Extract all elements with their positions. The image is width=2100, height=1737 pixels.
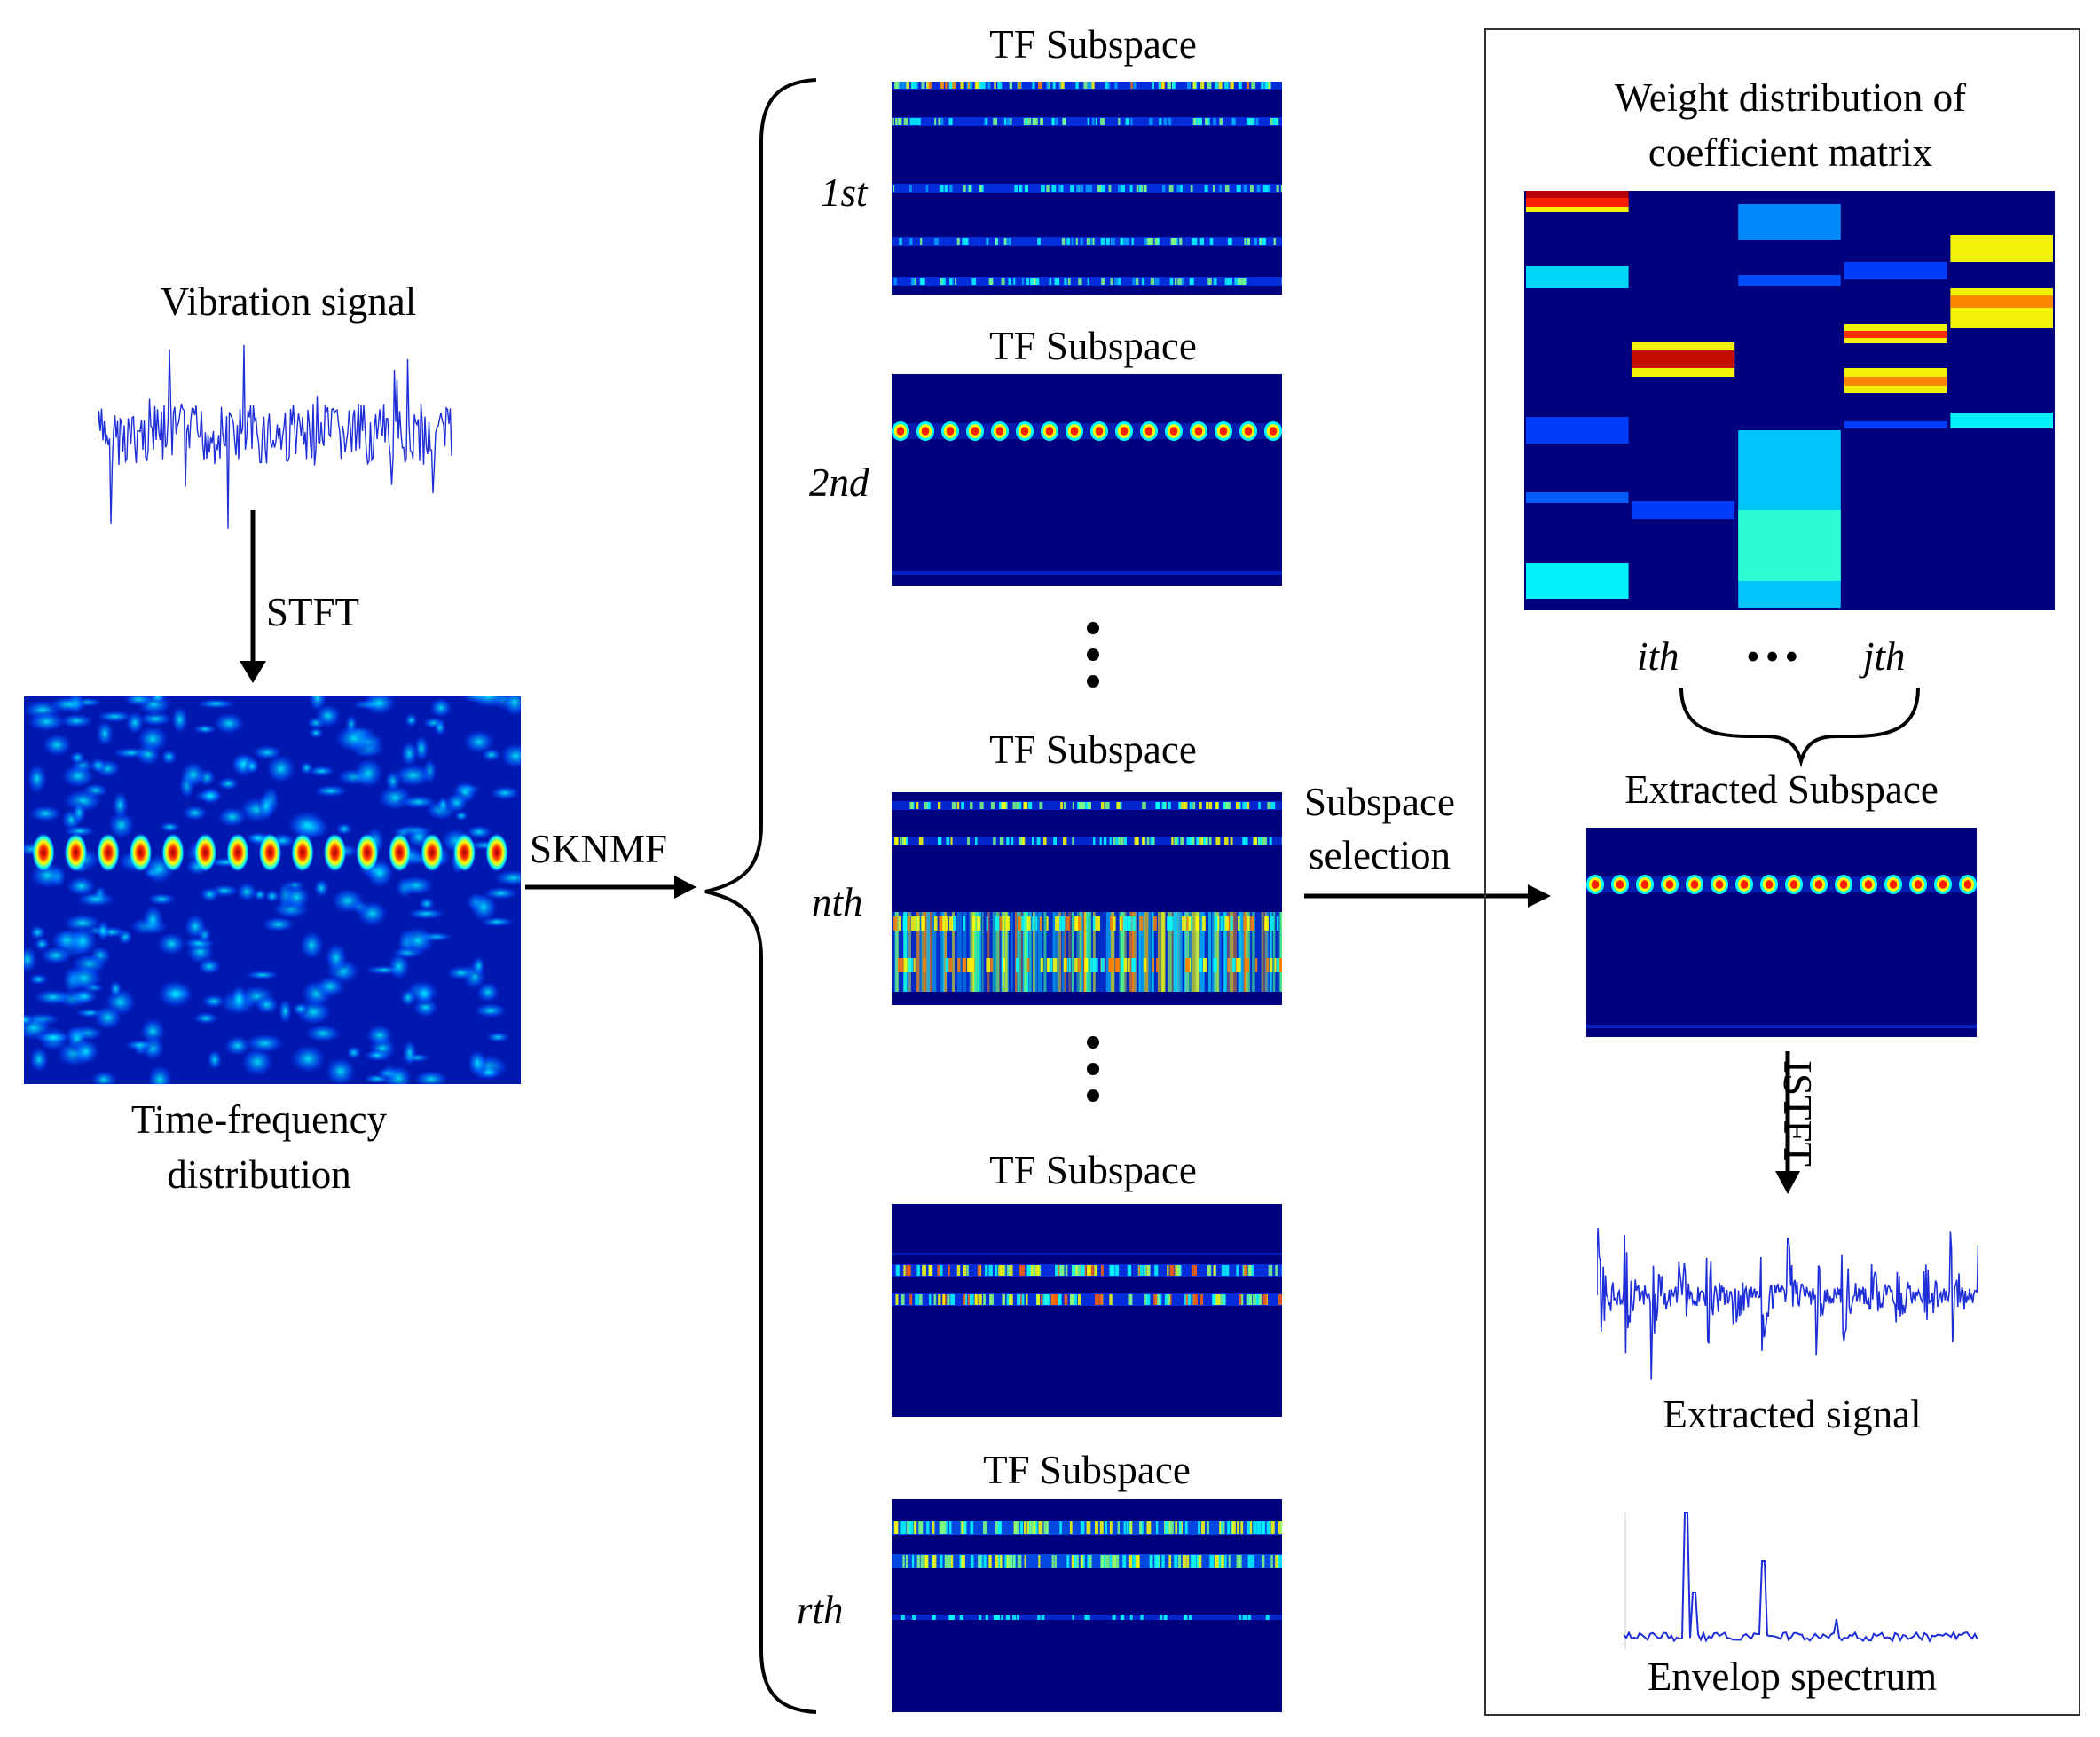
- vibration-signal-waveform: [98, 344, 452, 529]
- subspace-selection-label-line1: Subspace: [1304, 780, 1455, 824]
- vibration-signal-label: Vibration signal: [160, 279, 417, 324]
- subspace-order-5: rth: [797, 1588, 844, 1632]
- tf-subspace-title-2: TF Subspace: [989, 324, 1197, 368]
- weight-title-line1: Weight distribution of: [1614, 75, 1967, 120]
- tf-subspace-4: [892, 1204, 1282, 1417]
- stft-label: STFT: [266, 590, 360, 634]
- subspace-selection-label-line2: selection: [1309, 833, 1451, 877]
- tf-subspace-1: [892, 82, 1282, 295]
- tf-subspace-title-3: TF Subspace: [989, 727, 1197, 772]
- tf-subspace-title-5: TF Subspace: [983, 1448, 1191, 1492]
- subspace-order-2: 2nd: [809, 460, 869, 505]
- tf-distribution-label-line1: Time-frequency: [130, 1097, 388, 1142]
- extraction-box: [1484, 28, 2080, 1716]
- extracted-signal-label: Extracted signal: [1663, 1392, 1922, 1436]
- extracted-subspace-label: Extracted Subspace: [1624, 767, 1939, 812]
- envelope-spectrum-plot: [1624, 1512, 1978, 1650]
- tf-distribution-label-line2: distribution: [167, 1152, 351, 1197]
- istft-label: ISTFT: [1775, 1060, 1820, 1167]
- extracted-subspace-panel: [1586, 828, 1977, 1037]
- coefficient-weight-matrix: [1524, 191, 2055, 610]
- ith-label: ith: [1637, 634, 1679, 679]
- time-frequency-distribution: [24, 696, 521, 1084]
- extracted-signal-waveform: [1597, 1228, 1978, 1380]
- weight-title-line2: coefficient matrix: [1648, 130, 1933, 175]
- jth-label: jth: [1863, 634, 1906, 679]
- tf-subspace-title-1: TF Subspace: [989, 22, 1197, 67]
- subspace-order-3: nth: [812, 880, 863, 924]
- sknmf-label: SKNMF: [530, 827, 668, 871]
- ellipsis-label: •••: [1746, 634, 1805, 679]
- tf-distribution-pattern: [24, 696, 521, 1084]
- tf-subspace-2: [892, 374, 1282, 586]
- tf-subspace-title-4: TF Subspace: [989, 1148, 1197, 1192]
- tf-subspace-5: [892, 1499, 1282, 1712]
- tf-subspace-3: [892, 792, 1282, 1005]
- envelope-spectrum-label: Envelop spectrum: [1647, 1654, 1938, 1699]
- subspace-order-1: 1st: [821, 170, 868, 215]
